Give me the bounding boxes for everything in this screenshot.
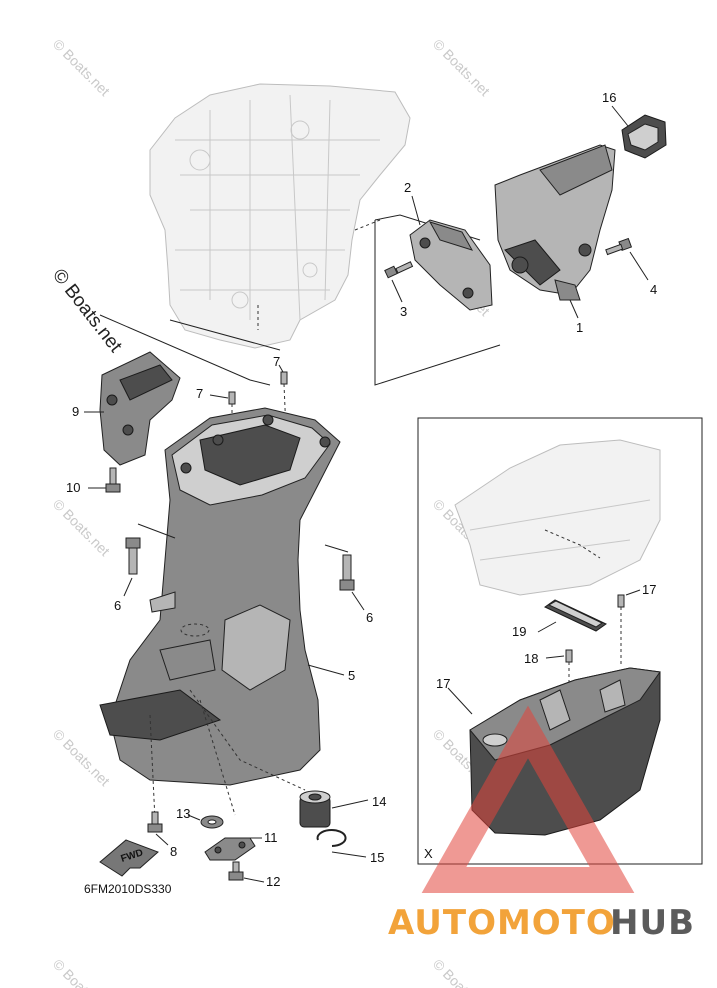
part-3-bolt <box>384 261 414 279</box>
callout-7: 7 <box>273 354 280 369</box>
ghost-upper-casing <box>149 83 411 349</box>
brand-part1: AUTOMOTO <box>388 903 616 943</box>
callout-1: 1 <box>576 320 583 335</box>
callout-6: 6 <box>114 598 121 613</box>
part-13-washer <box>200 815 224 829</box>
part-16-grommet <box>621 114 667 159</box>
callout-2: 2 <box>404 180 411 195</box>
part-14-rubber-mount <box>299 790 331 828</box>
part-8-bolt <box>147 811 163 833</box>
part-12-bolt <box>228 861 244 881</box>
watermark: © Boats.net <box>50 726 113 789</box>
diagram-code: 6FM2010DS330 <box>84 882 172 896</box>
callout-6: 6 <box>366 610 373 625</box>
callout-15: 15 <box>370 850 384 865</box>
part-19-gasket <box>544 599 607 632</box>
brand-logo: AUTOMOTO HUB <box>388 705 695 943</box>
inset-label: X <box>424 846 433 861</box>
watermark: © Boats.net <box>50 956 113 988</box>
callout-9: 9 <box>72 404 79 419</box>
callout-13: 13 <box>176 806 190 821</box>
callout-5: 5 <box>348 668 355 683</box>
part-5-lower-casing <box>99 407 341 786</box>
callout-11: 11 <box>264 830 278 845</box>
part-18-pin <box>617 594 625 608</box>
callout-17: 17 <box>436 676 450 691</box>
fwd-arrow-icon: FWD <box>99 839 159 877</box>
watermark: © Boats.net <box>50 496 113 559</box>
part-7-dowel-pin <box>280 371 288 385</box>
watermark: © Boats.net <box>50 36 113 99</box>
part-17-lower-cover <box>469 667 661 836</box>
callout-7: 7 <box>196 386 203 401</box>
part-15-circlip <box>316 829 347 847</box>
part-18-pin <box>565 649 573 663</box>
part-4-bolt <box>605 237 633 256</box>
part-7-dowel-pin <box>228 391 236 405</box>
callout-14: 14 <box>372 794 386 809</box>
callout-18: 17 <box>642 582 656 597</box>
callout-18: 18 <box>524 651 538 666</box>
part-10-bolt <box>105 467 121 493</box>
callout-10: 10 <box>66 480 80 495</box>
watermark: © Boats.net <box>430 956 493 988</box>
part-9-bracket-plate <box>99 351 181 466</box>
callout-4: 4 <box>650 282 657 297</box>
part-2-bracket <box>409 219 493 311</box>
callout-3: 3 <box>400 304 407 319</box>
callout-16: 16 <box>602 90 616 105</box>
callout-19: 19 <box>512 624 526 639</box>
watermark: © Boats.net <box>430 36 493 99</box>
part-1-mount-housing <box>494 144 616 301</box>
part-11-plate <box>204 837 256 861</box>
part-6-bolt <box>125 537 141 575</box>
watermark-large: © Boats.net <box>48 265 126 357</box>
inset-detail-x: X 19 17 18 1 <box>417 417 703 865</box>
callout-8: 8 <box>170 844 177 859</box>
brand-part2: HUB <box>610 903 695 943</box>
callout-12: 12 <box>266 874 280 889</box>
part-6-bolt <box>339 554 355 591</box>
